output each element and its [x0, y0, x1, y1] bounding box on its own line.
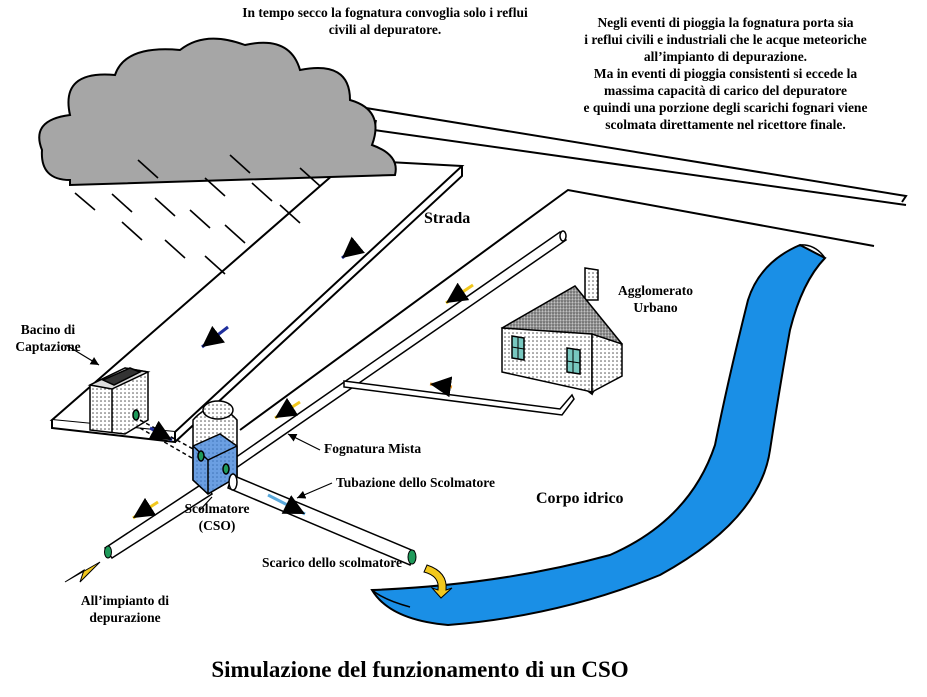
cso-chamber: [192, 400, 238, 495]
flow-arrow-icon: [341, 236, 365, 260]
water-body: [370, 243, 827, 627]
house-connection-pipe: [343, 380, 575, 416]
rain-note-line: i reflui civili e industriali che le acq…: [584, 32, 867, 47]
flow-arrow-icon: [267, 493, 306, 516]
rain-note: Negli eventi di pioggia la fognatura por…: [548, 14, 903, 133]
flow-arrow-icon: [274, 397, 301, 420]
flow-arrows: [132, 236, 474, 520]
house-icon: [500, 267, 623, 396]
treatment-pipe: [103, 480, 214, 560]
label-corpo-idrico: Corpo idrico: [536, 490, 624, 507]
rain-note-line: scolmata direttamente nel ricettore fina…: [605, 117, 846, 132]
discharge-arrows: [64, 561, 453, 599]
flow-arrow-icon: [423, 564, 453, 599]
label-bacino: Bacino di Captazione: [15, 322, 81, 354]
flow-arrow-icon: [429, 376, 453, 398]
rain-note-line: Ma in eventi di pioggia consistenti si e…: [593, 66, 858, 81]
rain-note-line: Negli eventi di pioggia la fognatura por…: [597, 15, 854, 30]
diagram-title: Simulazione del funzionamento di un CSO: [211, 657, 629, 682]
flow-arrow-icon: [132, 497, 159, 520]
label-agglomerato: Agglomerato Urbano: [618, 283, 693, 315]
label-tubazione: Tubazione dello Scolmatore: [336, 475, 496, 490]
label-impianto: All’impianto di depurazione: [80, 593, 170, 625]
flow-arrow-icon: [201, 325, 229, 349]
rain-icon: [74, 154, 321, 275]
flow-arrow-icon: [148, 420, 173, 442]
rain-note-line: e quindi una porzione degli scarichi fog…: [583, 100, 868, 115]
flow-arrow-icon: [64, 561, 101, 583]
label-fognatura-mista: Fognatura Mista: [324, 441, 422, 456]
flow-arrow-icon: [445, 282, 474, 305]
rain-note-line: all’impianto di depurazione.: [643, 49, 808, 64]
label-strada: Strada: [424, 210, 471, 227]
label-scolmatore: Scolmatore (CSO): [184, 501, 250, 533]
rain-note-line: massima capacità di carico del depurator…: [603, 83, 848, 98]
dry-weather-note: In tempo secco la fognatura convoglia so…: [242, 5, 528, 37]
cloud-icon: [38, 37, 397, 187]
catch-basin: [87, 367, 196, 459]
label-scarico: Scarico dello scolmatore: [262, 555, 402, 570]
